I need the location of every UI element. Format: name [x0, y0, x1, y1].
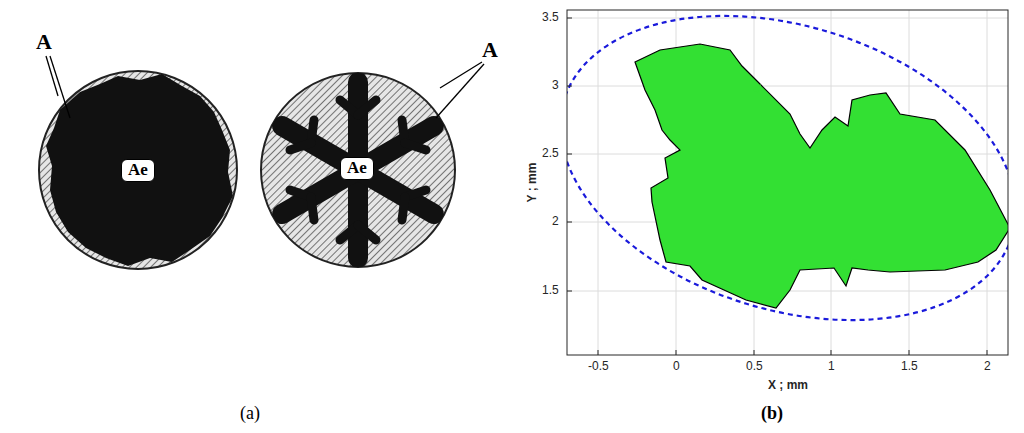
tick-label: 0: [673, 360, 680, 373]
panel-caption: (a): [240, 404, 260, 424]
leader-line: [46, 56, 484, 118]
tick-label: 2.5: [542, 147, 559, 160]
tick-label: 1.5: [542, 284, 559, 297]
tick-label: 1.5: [901, 360, 918, 373]
part-label: A: [482, 38, 498, 62]
area-label: Ae: [128, 161, 148, 180]
tick-label: 3: [552, 79, 559, 92]
tick-label: 2: [552, 215, 559, 228]
panel-caption: (b): [761, 404, 783, 424]
tick-label: -0.5: [588, 360, 609, 373]
area-box: Ae: [121, 159, 155, 182]
dendrite-circle: [261, 73, 455, 267]
area-box: Ae: [340, 157, 374, 180]
axis-label: Y ; mm: [526, 163, 539, 203]
grain-shape: [635, 44, 1008, 308]
area-label: Ae: [347, 159, 367, 178]
tick-label: 2: [984, 360, 991, 373]
tick-label: 3.5: [542, 11, 559, 24]
green-mark: [753, 84, 761, 93]
tick-label: 1: [828, 360, 835, 373]
tick-label: 0.5: [746, 360, 763, 373]
fitted-ellipse: [567, 10, 1008, 355]
part-label: A: [36, 30, 52, 54]
axes-box: [567, 10, 1008, 355]
grain-circle: [39, 71, 237, 269]
axis-label: X ; mm: [768, 379, 808, 392]
